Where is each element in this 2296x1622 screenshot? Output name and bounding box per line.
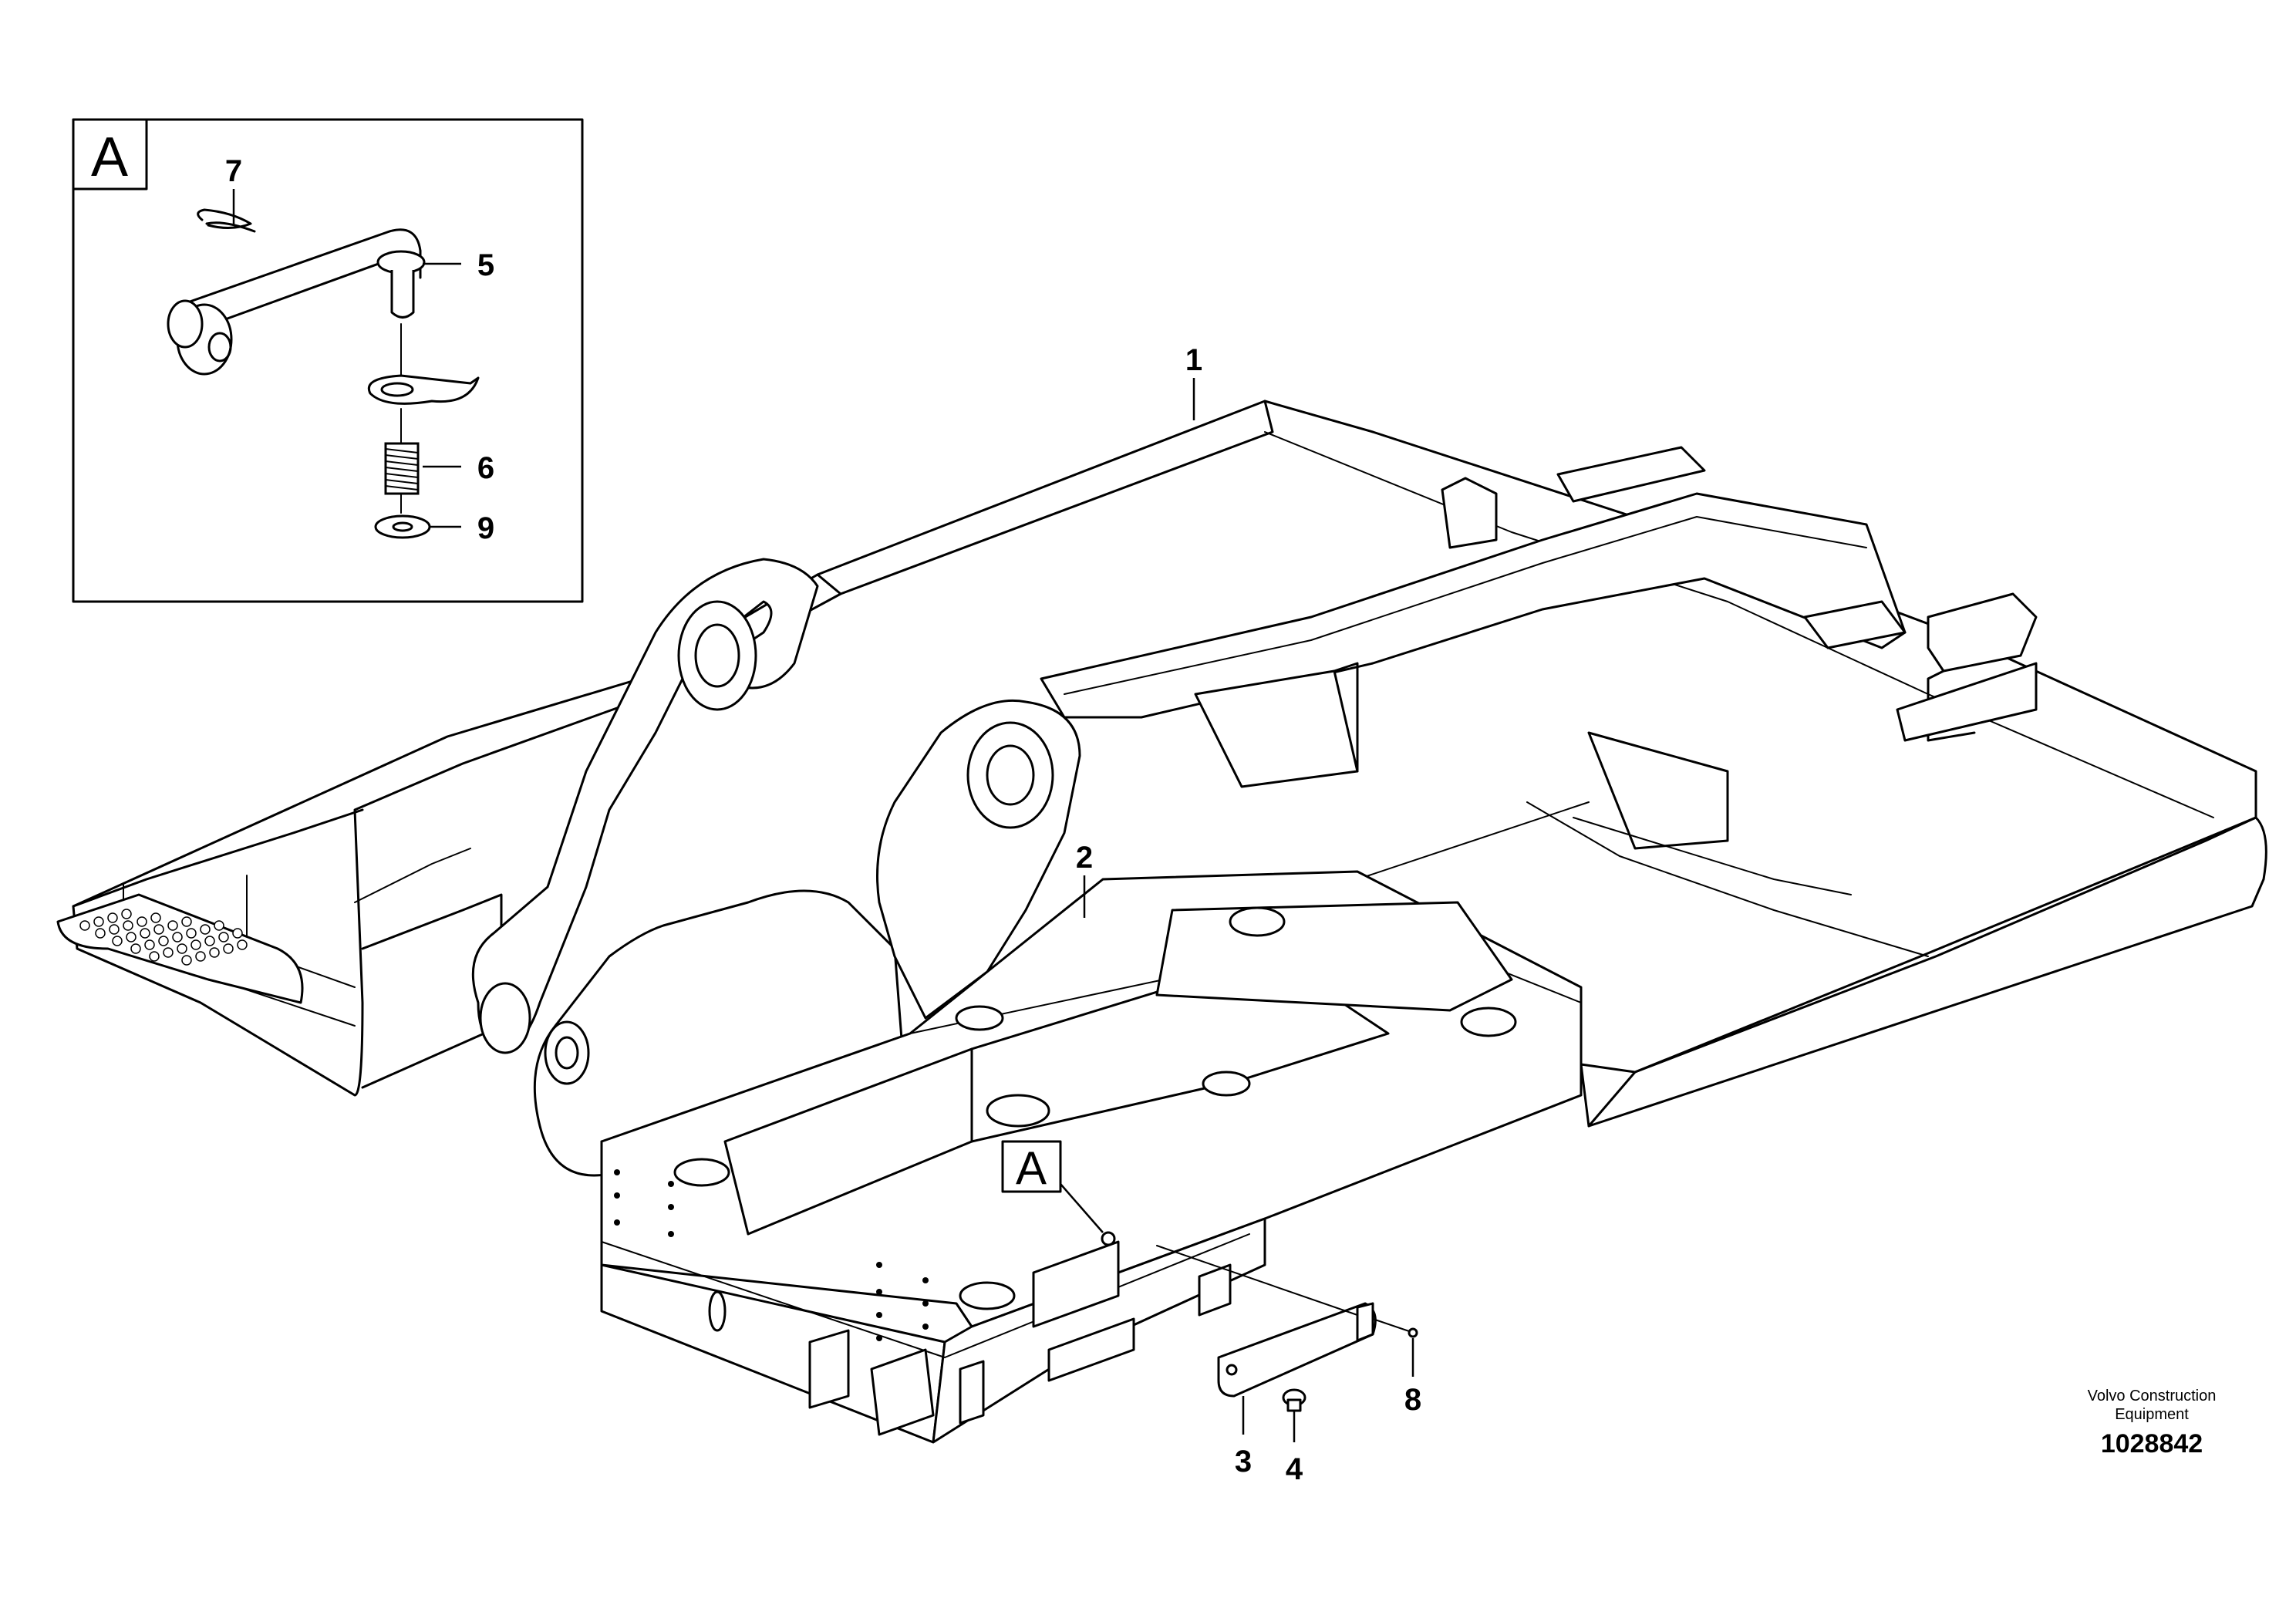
access-cover	[1217, 1302, 1377, 1398]
company-line-2: Equipment	[2115, 1406, 2189, 1423]
callout-3: 3	[1235, 1445, 1252, 1479]
inset-label-box	[72, 118, 148, 191]
pin-location	[1101, 1231, 1116, 1246]
washer-part	[374, 514, 431, 539]
credit-block: Volvo Construction Equipment 1028842	[2036, 1387, 2267, 1461]
callout-9: 9	[477, 511, 494, 545]
detail-marker-label: A	[1016, 1142, 1047, 1194]
callout-4: 4	[1286, 1452, 1303, 1486]
callout-8: 8	[1404, 1383, 1421, 1417]
callout-5: 5	[477, 248, 494, 282]
callout-7: 7	[225, 154, 242, 188]
inset-label: A	[91, 126, 128, 188]
spring-part	[384, 408, 420, 514]
clip-part	[197, 208, 256, 233]
lock-pin-part	[167, 228, 426, 376]
callout-1: 1	[1185, 343, 1202, 377]
detail-inset: A	[72, 118, 584, 603]
nut-part	[1282, 1388, 1306, 1412]
callout-2: 2	[1076, 841, 1093, 875]
detail-marker: A	[1001, 1140, 1104, 1233]
bolt-part	[1372, 1318, 1418, 1338]
inset-frame	[72, 118, 584, 603]
upper-frame-assembly	[56, 400, 2267, 1444]
step-plate	[56, 893, 304, 1004]
company-line-1: Volvo Construction	[2087, 1388, 2217, 1404]
bracket-part	[367, 323, 480, 405]
callouts: 1 2 3 4 8	[1076, 343, 1421, 1486]
callout-6: 6	[477, 451, 494, 485]
drawing-number: 1028842	[2100, 1429, 2203, 1458]
